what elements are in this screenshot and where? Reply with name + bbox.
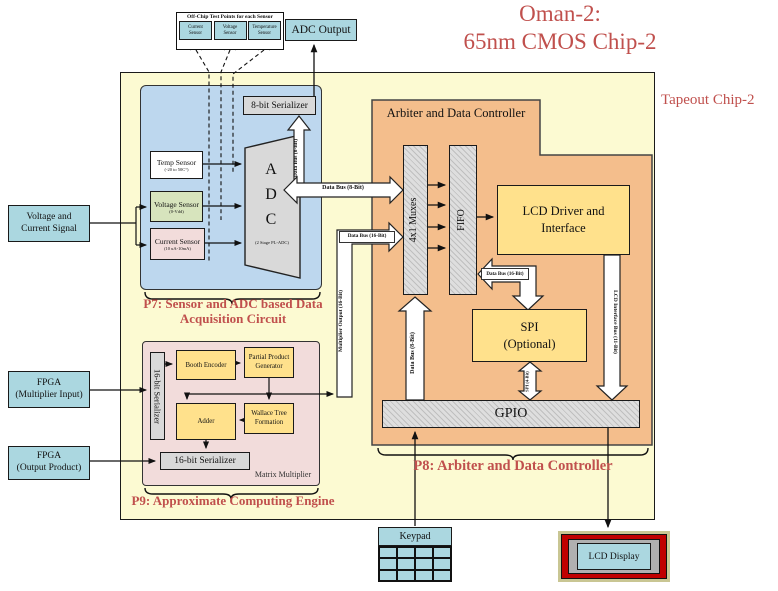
partial-product-box: Partial Product Generator	[244, 347, 294, 378]
adc-letters: A D C	[265, 161, 277, 228]
bus-label-lcd-interface: LCD Interface Bus (11-Bit)	[612, 290, 618, 354]
temp-sensor-range: (-20 to 50C°)	[164, 167, 189, 172]
p8-header: Arbiter and Data Controller	[386, 106, 526, 120]
fifo-label: FIFO	[456, 209, 467, 231]
bus-label-adc-mux: Data Bus (8-Bit)	[322, 185, 364, 191]
serializer-16bit-in-label: 16-bit Serializer	[152, 369, 163, 424]
p7-caption: P7: Sensor and ADC based Data Acquisitio…	[143, 296, 323, 326]
mux-label: 4x1 Muxes	[408, 197, 419, 243]
voltage-sensor-name: Voltage Sensor	[153, 199, 200, 209]
lcd-red-frame: LCD Display	[561, 534, 667, 579]
booth-encoder-box: Booth Encoder	[176, 350, 236, 380]
lcd-driver-box: LCD Driver and Interface	[497, 185, 630, 255]
test-pad-current: Current Sensor	[179, 21, 212, 40]
bus-label-spi-gpio: SPI (4-Bit)	[524, 371, 530, 392]
bus-label-fifo-spi: Data Bus (16-Bit)	[481, 268, 529, 280]
wallace-tree-box: Wallace Tree Formation	[244, 403, 294, 434]
lcd-gray-frame: LCD Display	[568, 539, 660, 574]
matrix-multiplier-label: Matrix Multiplier	[254, 470, 312, 479]
serializer-16bit-in	[150, 352, 165, 440]
p8-brace	[377, 447, 649, 461]
adder-box: Adder	[176, 403, 236, 440]
fpga-multiplier-input-box: FPGA (Multiplier Input)	[8, 371, 90, 408]
test-pad-voltage: Voltage Sensor	[213, 21, 247, 40]
gpio-bar: GPIO	[382, 400, 640, 428]
serializer-16bit-out: 16-bit Serializer	[160, 452, 250, 470]
adc-output-box: ADC Output	[285, 19, 357, 41]
mux-bar	[403, 145, 428, 295]
voltage-sensor-range: (0-Vdd)	[169, 208, 184, 214]
offchip-header: Off-Chip Test Points for each Sensor	[187, 14, 273, 20]
lcd-display-screen: LCD Display	[577, 543, 651, 570]
current-sensor: Current Sensor (10 uA-10mA)	[150, 228, 205, 260]
p8-caption: P8: Arbiter and Data Controller	[413, 458, 613, 474]
tapeout-label: Tapeout Chip-2	[661, 92, 755, 108]
serializer-8bit: 8-bit Serializer	[243, 96, 316, 115]
p9-brace	[144, 487, 319, 500]
bus-label-adc-serializer: Data Bus (8-Bit)	[293, 138, 299, 178]
page-title-line1: Oman-2:	[519, 1, 601, 26]
current-sensor-range: (10 uA-10mA)	[164, 246, 191, 251]
voltage-current-signal-box: Voltage and Current Signal	[8, 205, 90, 242]
offchip-test-points: Off-Chip Test Points for each Sensor Cur…	[176, 12, 284, 50]
keypad-grid	[378, 546, 452, 582]
fpga-output-product-box: FPGA (Output Product)	[8, 446, 90, 480]
bus-label-gpio-mux: Data Bus (8-Bit)	[410, 332, 416, 374]
bus-label-mult-mux: Data Bus (16-Bit)	[339, 231, 395, 243]
page-title-line2: 65nm CMOS Chip-2	[463, 29, 657, 54]
p9-caption: P9: Approximate Computing Engine	[131, 493, 335, 508]
keypad-box: Keypad	[378, 527, 452, 546]
test-pad-temperature: Temperature Sensor	[248, 21, 281, 40]
p7-brace	[144, 291, 321, 305]
adc-sublabel: (2 Stage PL-ADC)	[255, 240, 289, 245]
temp-sensor-name: Temp Sensor	[156, 158, 197, 167]
fifo-bar	[449, 145, 477, 295]
bus-label-multiplier-output: Multiplier Output (16-Bit)	[338, 290, 344, 352]
temp-sensor: Temp Sensor (-20 to 50C°)	[150, 151, 203, 179]
adc-shape	[244, 134, 301, 279]
bus-lcd-gpio	[595, 254, 629, 401]
spi-box: SPI (Optional)	[472, 309, 587, 362]
lcd-display-assembly: LCD Display	[558, 531, 670, 582]
voltage-sensor: Voltage Sensor (0-Vdd)	[150, 191, 203, 222]
current-sensor-name: Current Sensor	[154, 237, 201, 246]
